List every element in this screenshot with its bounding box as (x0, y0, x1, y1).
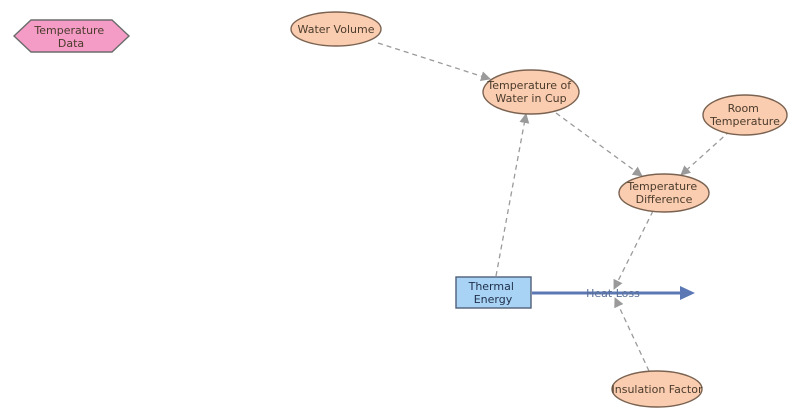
water-volume-label: Water Volume (298, 23, 375, 36)
node-temperature-of-water-in-cup[interactable]: Temperature of Water in Cup (482, 69, 580, 115)
link-temp-water-to-temp-diff (555, 112, 643, 177)
flow-arrowhead (680, 286, 695, 300)
link-water-volume-to-temp-water (377, 42, 491, 82)
temperature-data-shape (12, 19, 131, 53)
thermal-energy-shape (455, 276, 532, 309)
insulation-factor-shape (611, 370, 703, 408)
water-volume-shape (290, 11, 382, 47)
temp-water-cup-shape (482, 69, 580, 115)
node-room-temperature[interactable]: Room Temperature (702, 94, 788, 136)
link-thermal-energy-to-temp-water (495, 113, 530, 277)
link-room-temp-to-temp-diff (680, 130, 731, 176)
temp-water-cup-label: Temperature of Water in Cup (486, 79, 574, 105)
room-temperature-label: Room Temperature (709, 102, 780, 128)
room-temperature-shape (702, 94, 788, 136)
thermal-energy-label: Thermal Energy (468, 280, 518, 306)
node-temperature-data[interactable]: Temperature Data (12, 19, 131, 53)
node-thermal-energy[interactable]: Thermal Energy (455, 276, 532, 309)
link-insulation-to-heat-loss (614, 297, 650, 372)
influence-links (377, 42, 731, 372)
link-temp-diff-to-heat-loss (613, 210, 654, 290)
insulation-factor-label: Insulation Factor (612, 383, 703, 396)
temperature-difference-shape (618, 173, 710, 213)
temperature-difference-label: Temperature Difference (626, 180, 700, 206)
node-insulation-factor[interactable]: Insulation Factor (611, 370, 703, 408)
flow-label: Heat Loss (586, 287, 640, 300)
flow-heat-loss[interactable]: Heat Loss (532, 286, 695, 300)
node-water-volume[interactable]: Water Volume (290, 11, 382, 47)
temperature-data-label: Temperature Data (33, 24, 107, 50)
node-temperature-difference[interactable]: Temperature Difference (618, 173, 710, 213)
